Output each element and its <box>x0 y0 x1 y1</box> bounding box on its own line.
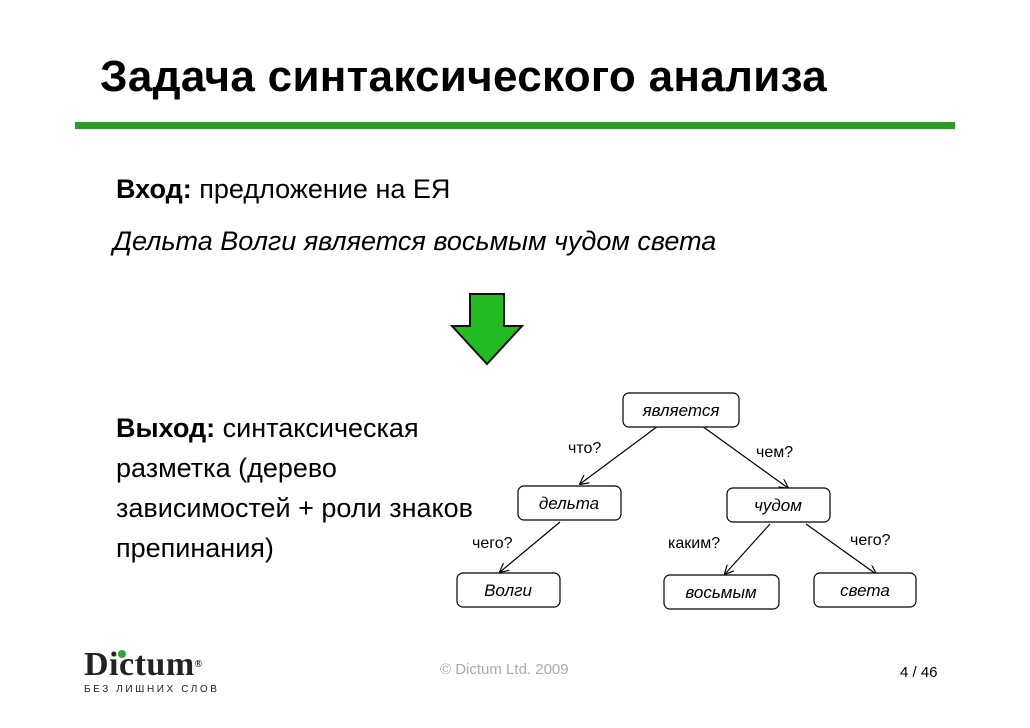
tree-node-delta: дельта <box>517 485 622 521</box>
input-text: предложение на ЕЯ <box>191 174 451 204</box>
tree-node-root: является <box>622 392 740 428</box>
edge-chudom-sveta <box>805 523 876 574</box>
slide-title: Задача синтаксического анализа <box>100 52 828 101</box>
edge-root-delta <box>580 425 659 484</box>
tree-node-sveta: света <box>813 572 917 608</box>
tree-node-label: является <box>642 401 720 420</box>
footer-copyright: © Dictum Ltd. 2009 <box>440 661 569 678</box>
edge-label-chem: чем? <box>756 444 793 461</box>
edge-label-kakim: каким? <box>668 535 720 552</box>
output-block: Выход: синтаксическая разметка (дерево з… <box>116 408 496 568</box>
output-text: синтаксическая разметка (дерево зависимо… <box>116 413 473 563</box>
tree-node-label: дельта <box>539 494 599 513</box>
output-label: Выход: <box>116 413 216 443</box>
tree-node-volgi: Волги <box>456 572 561 608</box>
title-divider <box>75 122 955 129</box>
page-number: 4 / 46 <box>900 664 938 681</box>
tree-node-label: Волги <box>484 581 532 600</box>
registered-icon: ® <box>194 659 203 670</box>
edge-root-chudom <box>701 425 788 488</box>
tree-node-vosmym: восьмым <box>663 574 780 610</box>
input-line: Вход: предложение на ЕЯ <box>116 174 450 205</box>
logo-tagline: БЕЗ ЛИШНИХ СЛОВ <box>84 684 220 695</box>
down-arrow-icon <box>449 293 525 366</box>
edge-delta-volgi <box>500 521 561 572</box>
tree-node-label: восьмым <box>685 583 757 602</box>
edge-label-chego-2: чего? <box>850 532 891 549</box>
edge-label-chego-1: чего? <box>472 535 513 552</box>
tree-node-label: чудом <box>754 496 802 515</box>
tree-node-label: света <box>840 581 890 600</box>
example-sentence: Дельта Волги является восьмым чудом свет… <box>113 226 717 256</box>
logo-wordmark: Dictum® <box>84 648 220 682</box>
logo-text: Dictum <box>84 646 195 683</box>
tree-node-chudom: чудом <box>726 487 831 523</box>
input-label: Вход: <box>116 174 192 204</box>
dictum-logo: Dictum® БЕЗ ЛИШНИХ СЛОВ <box>84 648 220 696</box>
logo-green-dot-icon <box>118 650 126 658</box>
dependency-tree: что? чем? чего? каким? чего? является де… <box>456 392 917 610</box>
edge-label-chto: что? <box>568 440 601 457</box>
edge-chudom-vosmym <box>725 523 771 574</box>
